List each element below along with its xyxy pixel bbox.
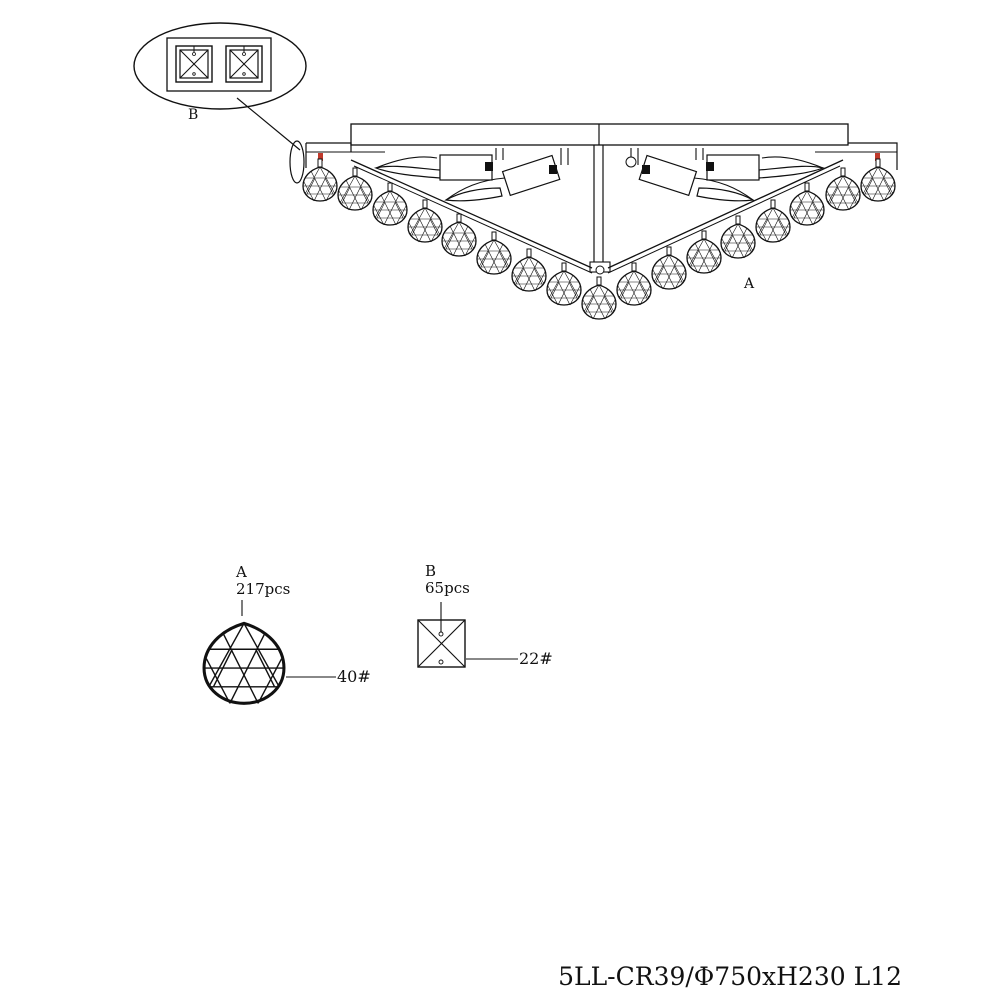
part-b-size: 22# — [519, 649, 553, 668]
crystal-ball-icon — [372, 190, 408, 226]
chandelier-front-view — [302, 123, 898, 320]
crystal-ball-icon — [720, 223, 756, 259]
square-bead-icon — [417, 602, 466, 668]
crystal-hook — [666, 246, 672, 256]
crystal-ball-icon — [789, 190, 825, 226]
crystal-hook — [735, 215, 741, 225]
crystal-hook — [701, 230, 707, 240]
crystal-hook — [770, 199, 776, 209]
crystal-ball-icon — [825, 175, 861, 211]
crystal-ball-icon — [337, 175, 373, 211]
crystal-hook — [317, 158, 323, 168]
crystal-hook — [526, 248, 532, 258]
crystal-ball-icon — [616, 270, 652, 306]
crystal-ball-icon — [441, 221, 477, 257]
crystal-hook — [456, 213, 462, 223]
crystal-ball-icon — [302, 166, 338, 202]
crystal-hook — [840, 167, 846, 177]
part-a: A 217pcs 40# — [202, 563, 371, 705]
model-designation: 5LL-CR39/Φ750xH230 L12 — [558, 962, 902, 991]
marker-left — [318, 153, 323, 161]
crystal-hook — [387, 182, 393, 192]
crystal-ball-icon — [755, 207, 791, 243]
part-a-label: A — [235, 563, 247, 581]
crystal-hook — [596, 276, 602, 286]
part-a-size: 40# — [337, 667, 371, 686]
crystal-ball-icon — [476, 239, 512, 275]
crystal-ball-icon — [511, 256, 547, 292]
crystal-ball-icon — [581, 284, 617, 320]
crystal-ball-icon — [651, 254, 687, 290]
crystal-hook — [491, 231, 497, 241]
part-b-quantity: 65pcs — [425, 579, 470, 597]
callout-detail-b — [133, 22, 307, 184]
crystal-ball-icon — [407, 207, 443, 243]
crystal-hook — [804, 182, 810, 192]
part-b: B 65pcs 22# — [417, 562, 553, 668]
crystal-hook — [631, 262, 637, 272]
crystal-ball-icon — [546, 270, 582, 306]
crystal-ball-icon — [686, 238, 722, 274]
marker-right — [875, 153, 880, 161]
crystal-hook — [422, 199, 428, 209]
crystal-hook — [875, 158, 881, 168]
crystal-label: A — [743, 276, 755, 292]
crystal-hook — [352, 167, 358, 177]
crystal-string — [302, 158, 896, 320]
crystal-ball-icon — [202, 621, 286, 705]
crystal-hook — [561, 262, 567, 272]
callout-label: B — [188, 107, 198, 123]
part-b-label: B — [425, 562, 436, 580]
part-a-quantity: 217pcs — [236, 580, 290, 598]
crystal-ball-icon — [860, 166, 896, 202]
